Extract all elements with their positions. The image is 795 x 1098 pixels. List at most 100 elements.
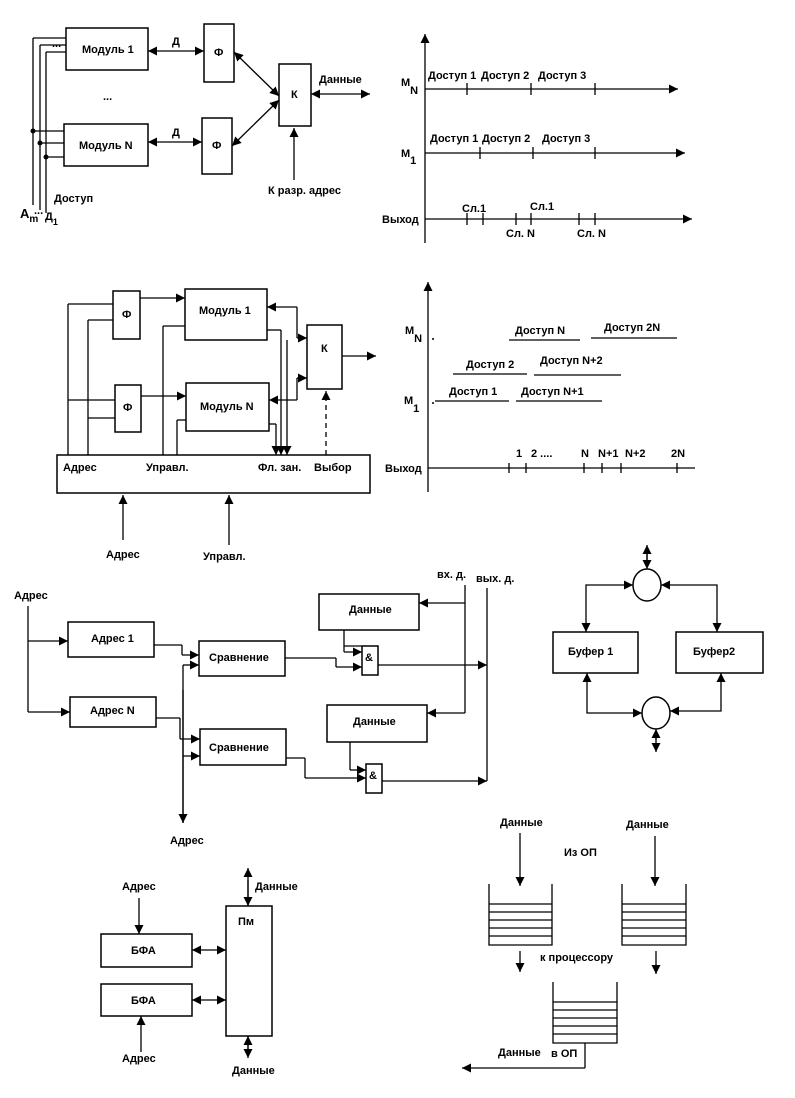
diagram-1-interleaved-modules: ... Модуль 1 ... Модуль N Д Д Ф Ф К Данн… (20, 23, 370, 227)
diagram-2-controlled-modules: Адрес Управл. Фл. зан. Выбор Ф Ф Модуль … (56, 288, 376, 563)
top-access-3: Доступ 3 (538, 70, 586, 82)
input-data-label: вх. д. (437, 569, 466, 581)
module-dots: ... (103, 91, 112, 103)
bfa-label-1: БФА (131, 945, 156, 957)
address-bottom-label: Адрес (122, 1053, 156, 1065)
tick-2: 2 .... (531, 448, 552, 460)
compare-label-2: Сравнение (209, 742, 269, 754)
address-n-label: Адрес N (90, 705, 135, 717)
bfa-label-2: БФА (131, 995, 156, 1007)
tick-n-plus-1: N+1 (598, 448, 619, 460)
m1-axis-label: M1 (401, 148, 416, 167)
f-label-top: Ф (214, 47, 223, 59)
mid-access-3: Доступ 3 (542, 133, 590, 145)
d-label-bottom: Д (172, 127, 180, 139)
address-bus-lines (30, 37, 66, 213)
module-n-label: Модуль N (79, 140, 133, 152)
am-label: Am (20, 206, 38, 225)
f-top-label: Ф (122, 309, 131, 321)
and-gate-1 (361, 645, 379, 676)
f-box-top (112, 290, 141, 340)
top-access-2: Доступ 2 (481, 70, 529, 82)
output-axis-label: Выход (385, 463, 422, 475)
tick-n-plus-2: N+2 (625, 448, 646, 460)
mid-access-2: Доступ 2 (482, 133, 530, 145)
d1-label: Д1 (45, 211, 58, 227)
from-op-label: Из ОП (564, 847, 597, 859)
data-right-label: Данные (626, 819, 669, 831)
and-label-2: & (369, 770, 377, 782)
data-label-1: Данные (349, 604, 392, 616)
module-1-label: Модуль 1 (82, 44, 134, 56)
access-n-plus-2: Доступ N+2 (540, 355, 603, 367)
fifo-stack-right (621, 884, 687, 946)
address-field-label: Адрес (63, 462, 97, 474)
bottom-switch-circle (641, 696, 671, 730)
to-processor-label: к процессору (540, 952, 614, 964)
bfa-box-2 (100, 983, 193, 1017)
am-dots: ... (34, 205, 43, 217)
to-op-label: в ОП (551, 1048, 577, 1060)
access-1: Доступ 1 (449, 386, 497, 398)
data-label-2: Данные (353, 716, 396, 728)
tick-2n: 2N (671, 448, 685, 460)
mn-axis-label: MN (401, 77, 418, 97)
address-1-label: Адрес 1 (91, 633, 134, 645)
control-field-label: Управл. (146, 462, 189, 474)
diagram-3-associative-compare: Адрес Адрес 1 Адрес N Сравнение Сравнени… (14, 569, 514, 847)
pm-label: Пм (238, 916, 254, 928)
k-address-label: К разр. адрес (268, 185, 341, 197)
top-access-1: Доступ 1 (428, 70, 476, 82)
diagram-6-fifo-buffers: Данные Данные Из ОП к процессору (462, 817, 687, 1073)
data-box-2 (326, 704, 428, 743)
control-block (56, 454, 371, 494)
diagram-4-double-buffer: Буфер 1 Буфер2 (552, 545, 764, 752)
data-label: Данные (319, 74, 362, 86)
timing-chart-2: MN M1 Выход Доступ N Доступ 2N Доступ 2 … (385, 282, 695, 492)
f-label-bottom: Ф (212, 140, 221, 152)
data-top-label: Данные (255, 881, 298, 893)
control-input-label: Управл. (203, 551, 246, 563)
f-bottom-label: Ф (123, 402, 132, 414)
access-2n: Доступ 2N (604, 322, 660, 334)
buffer-1-box (552, 631, 639, 674)
output-slot-nb: Сл. N (577, 228, 606, 240)
commutator-k (306, 324, 343, 390)
module-n-box (63, 123, 149, 167)
buffer-2-label: Буфер2 (693, 646, 735, 658)
k-label: К (291, 89, 298, 101)
output-data-label: вых. д. (476, 573, 514, 585)
fifo-stack-bottom (552, 982, 618, 1044)
output-slot-1a: Сл.1 (462, 203, 486, 215)
timing-chart-1: MN M1 Выход Доступ 1 Доступ 2 Доступ 3 Д… (382, 34, 692, 243)
access-2: Доступ 2 (466, 359, 514, 371)
output-axis-label: Выход (382, 214, 419, 226)
address-n-box (69, 696, 157, 728)
access-n-plus-1: Доступ N+1 (521, 386, 584, 398)
tick-n: N (581, 448, 589, 460)
compare-box-2 (199, 728, 287, 766)
top-switch-circle (632, 568, 662, 602)
module-1-label: Модуль 1 (199, 305, 251, 317)
address-input-label: Адрес (106, 549, 140, 561)
compare-label-1: Сравнение (209, 652, 269, 664)
data-out-label: Данные (498, 1047, 541, 1059)
address-1-box (67, 621, 155, 658)
access-n: Доступ N (515, 325, 565, 337)
module-n-box (185, 382, 270, 432)
data-left-label: Данные (500, 817, 543, 829)
d-label-top: Д (172, 36, 180, 48)
bus-dots-top: ... (52, 38, 61, 50)
data-box-1 (318, 593, 420, 631)
busy-flag-label: Фл. зан. (258, 462, 301, 474)
m1-axis-label: M1 (404, 395, 419, 415)
bfa-box-1 (100, 933, 193, 968)
memory-pm-box (225, 905, 273, 1037)
buffer-1-label: Буфер 1 (568, 646, 613, 658)
commutator-k (278, 63, 312, 127)
compare-box-1 (198, 640, 286, 677)
tick-1: 1 (516, 448, 522, 460)
f-box-bottom (114, 384, 142, 433)
output-slot-1b: Сл.1 (530, 201, 554, 213)
